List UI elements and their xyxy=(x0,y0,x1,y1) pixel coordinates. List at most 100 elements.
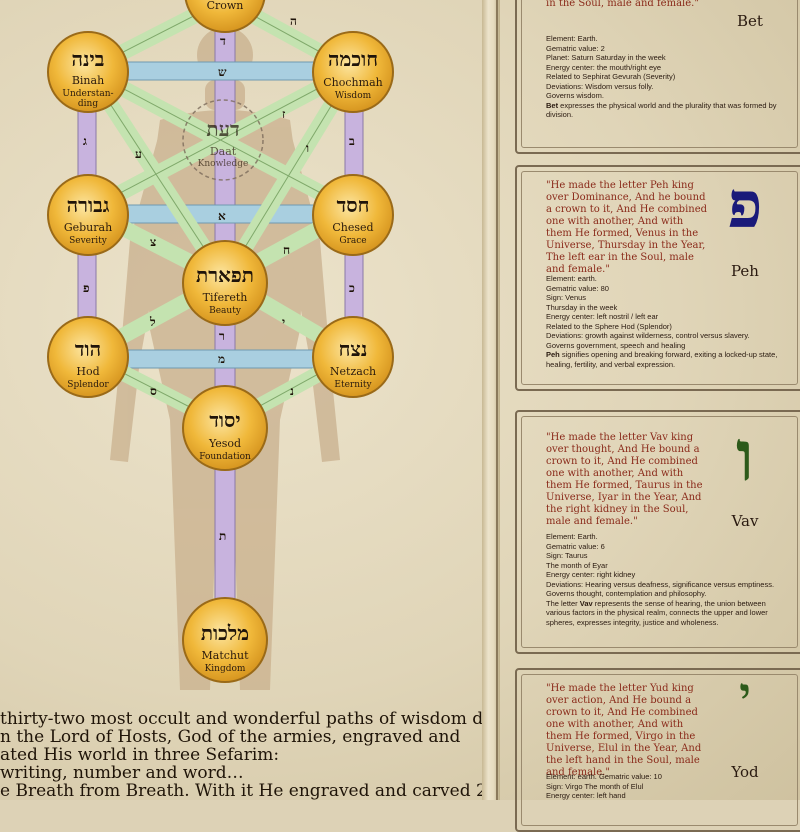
svg-text:Wisdom: Wisdom xyxy=(335,91,372,101)
desc-bold: Vav xyxy=(579,598,593,608)
svg-text:Knowledge: Knowledge xyxy=(198,159,249,169)
svg-text:Eternity: Eternity xyxy=(334,380,372,390)
letter-card-bet: in the Soul, male and female." Bet Eleme… xyxy=(532,0,788,150)
svg-text:Beauty: Beauty xyxy=(209,306,242,316)
info-line: Gematric value: 80 xyxy=(546,283,609,293)
card-poem: "He made the letter Vav king over though… xyxy=(546,432,703,527)
svg-text:Binah: Binah xyxy=(72,74,104,87)
info-line: Energy center: left nostril / left ear xyxy=(546,312,659,321)
card-letter-name: Peh xyxy=(731,262,759,280)
svg-text:Chochmah: Chochmah xyxy=(323,76,382,89)
svg-text:Hod: Hod xyxy=(76,365,99,378)
sefirah-chochmah: חוכמה Chochmah Wisdom xyxy=(312,31,394,113)
svg-text:Matchut: Matchut xyxy=(202,649,250,662)
peh-letter-glyph: פ xyxy=(727,168,763,243)
svg-text:Daat: Daat xyxy=(210,145,237,158)
quote-line: ated His world in three Sefarim: xyxy=(0,745,280,765)
card-frame-vav xyxy=(515,410,800,654)
info-line: The month of Eyar xyxy=(546,560,608,570)
path-letter: מ xyxy=(218,352,225,366)
svg-text:Geburah: Geburah xyxy=(64,221,112,234)
card-letter-name: Bet xyxy=(737,12,763,30)
path-letter: ש xyxy=(218,65,227,79)
card-frame-peh xyxy=(515,165,800,391)
sefirah-chesed: חסד Chesed Grace xyxy=(312,174,394,256)
svg-text:Splendor: Splendor xyxy=(67,380,109,390)
letter-card-vav: "He made the letter Vav king over though… xyxy=(532,414,788,645)
sefirah-daat: דעת Daat Knowledge xyxy=(182,99,264,181)
card-poem: "He made the letter Yud king over action… xyxy=(546,683,702,778)
tree-of-life-diagram: ה ד ש ז ג ב ע ו א צ ח פ כ י ל ר מ ס נ ת … xyxy=(47,0,394,690)
svg-text:Tifereth: Tifereth xyxy=(203,291,248,304)
svg-text:Netzach: Netzach xyxy=(330,365,376,378)
svg-text:חוכמה: חוכמה xyxy=(328,47,378,71)
info-desc: Peh signifies opening and breaking forwa… xyxy=(546,350,782,369)
svg-text:מלכות: מלכות xyxy=(201,621,249,645)
card-info: Element: earth. Gematric value: 10 Sign:… xyxy=(546,772,782,801)
svg-text:Crown: Crown xyxy=(207,0,244,12)
path-letter: ה xyxy=(290,14,297,28)
yod-letter-glyph: י xyxy=(739,669,751,720)
spine-line xyxy=(496,0,498,800)
info-line: Element: earth. xyxy=(546,274,597,283)
svg-text:Severity: Severity xyxy=(69,236,108,246)
desc-rest: expresses the physical world and the plu… xyxy=(546,100,777,120)
path-letter: צ xyxy=(150,235,156,249)
sefirah-malchut: מלכות Matchut Kingdom xyxy=(182,597,268,683)
sefirah-netzach: נצח Netzach Eternity xyxy=(312,316,394,398)
path-letter: ד xyxy=(220,34,226,48)
path-letter: ת xyxy=(219,529,226,543)
path-letter: ב xyxy=(349,134,355,148)
path-letter: ח xyxy=(283,243,290,257)
path-letter: ל xyxy=(149,315,156,329)
info-line: Sign: Taurus xyxy=(546,551,588,560)
info-line: Sign: Venus xyxy=(546,293,587,302)
svg-text:Understan-: Understan- xyxy=(62,89,113,99)
quote-line: writing, number and word… xyxy=(0,763,244,783)
path-letter: ר xyxy=(219,329,225,343)
info-line: Thursday in the week xyxy=(546,302,618,312)
path-letter: ז xyxy=(282,107,286,121)
path-letter: פ xyxy=(83,281,90,295)
path-letters: ה ד ש ז ג ב ע ו א צ ח פ כ י ל ר מ ס נ ת xyxy=(83,14,355,543)
info-line: Element: earth. Gematric value: 10 xyxy=(546,772,662,781)
svg-text:בינה: בינה xyxy=(72,47,105,71)
svg-text:Kingdom: Kingdom xyxy=(205,664,246,674)
info-line: Energy center: left hand xyxy=(546,791,626,800)
info-line: Element: Earth. xyxy=(546,532,598,541)
svg-text:ding: ding xyxy=(78,99,98,109)
path-letter: נ xyxy=(290,384,294,398)
info-desc: The letter Vav represents the sense of h… xyxy=(546,599,782,628)
path-letter: ו xyxy=(306,141,309,155)
sefirah-tifereth: תפארת Tifereth Beauty xyxy=(182,240,268,326)
info-line: Governs thought, contemplation and philo… xyxy=(546,589,707,598)
svg-text:Foundation: Foundation xyxy=(199,452,251,462)
path-letter: ע xyxy=(135,147,142,161)
card-info: Element: Earth. Gematric value: 6 Sign: … xyxy=(546,532,782,627)
path-letter: כ xyxy=(349,281,355,295)
path-letter: ס xyxy=(150,384,157,398)
desc-rest: signifies opening and breaking forward, … xyxy=(546,350,778,369)
desc-rest: represents the sense of hearing, the uni… xyxy=(546,598,768,627)
desc-bold: Peh xyxy=(546,350,560,359)
sefirah-crown: Crown xyxy=(184,0,266,33)
card-letter-name: Yod xyxy=(731,763,759,781)
desc-pre: The letter xyxy=(546,598,580,608)
card-info: Element: Earth. Gematric value: 2 Planet… xyxy=(546,34,782,120)
info-line: Planet: Saturn Saturday in the week xyxy=(546,53,666,62)
svg-text:נצח: נצח xyxy=(339,337,368,361)
card-frame-bet xyxy=(515,0,800,154)
info-line: Energy center: the mouth/right eye xyxy=(546,62,662,72)
info-desc: Bet expresses the physical world and the… xyxy=(546,101,782,120)
svg-text:הוד: הוד xyxy=(75,337,101,361)
info-line: Related to the Sphere Hod (Splendor) xyxy=(546,321,672,331)
path-letter: א xyxy=(218,209,226,223)
letter-card-yod: "He made the letter Yud king over action… xyxy=(532,669,788,801)
info-line: Gematric value: 6 xyxy=(546,541,605,551)
quote-line: e Breath from Breath. With it He engrave… xyxy=(0,781,498,801)
quote-line: thirty-two most occult and wonderful pat… xyxy=(0,709,500,729)
card-info: Element: earth. Gematric value: 80 Sign:… xyxy=(546,274,782,369)
svg-text:דעת: דעת xyxy=(206,117,239,141)
info-line: Deviations: growth against wilderness, c… xyxy=(546,331,750,340)
svg-text:חסד: חסד xyxy=(337,193,370,217)
